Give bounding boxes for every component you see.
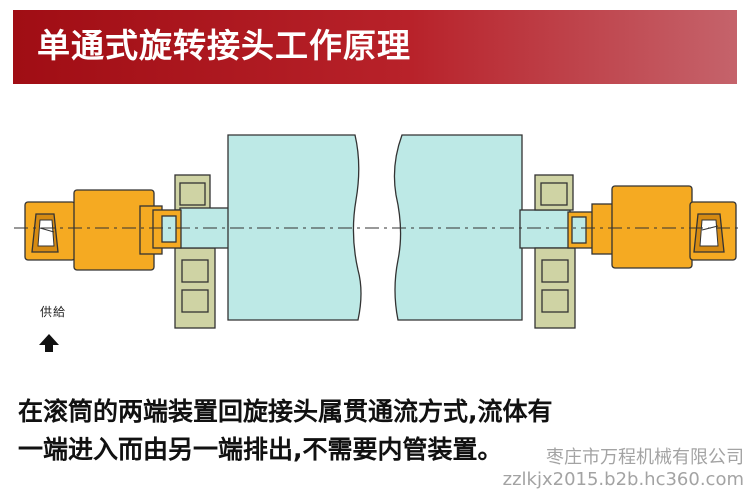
caption-line-1: 在滚筒的两端装置回旋接头属贯通流方式,流体有 — [18, 397, 553, 426]
watermark-url: zzlkjx2015.b2b.hc360.com — [502, 469, 744, 490]
right-rotary-joint — [567, 185, 737, 269]
caption-text: 在滚筒的两端装置回旋接头属贯通流方式,流体有 一端进入而由另一端排出,不需要内管… — [18, 393, 748, 469]
left-bearing-housing — [174, 174, 216, 329]
left-rotary-joint — [24, 189, 182, 271]
watermark-company: 枣庄市万程机械有限公司 — [546, 447, 744, 468]
supply-label: 供給 — [40, 305, 67, 319]
watermark: 枣庄市万程机械有限公司 zzlkjx2015.b2b.hc360.com — [503, 447, 744, 491]
title-banner: 单通式旋转接头工作原理 — [13, 10, 737, 84]
page-title: 单通式旋转接头工作原理 — [37, 26, 411, 65]
rotary-joint-diagram — [14, 134, 740, 329]
right-bearing-housing — [534, 174, 576, 329]
right-journal — [519, 209, 571, 249]
up-arrow-icon — [39, 334, 59, 352]
caption-line-2: 一端进入而由另一端排出,不需要内管装置。 — [18, 435, 503, 464]
